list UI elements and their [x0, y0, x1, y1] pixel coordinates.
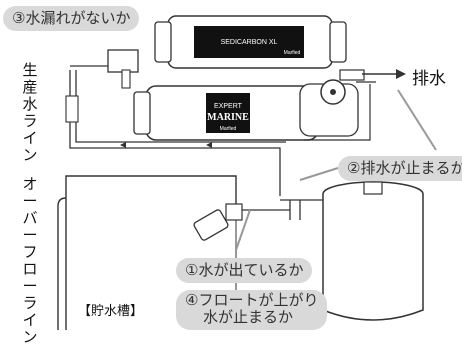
callout-step4-line2: 水が止まるか: [203, 308, 294, 326]
top-filter-label: SEDICARBON XL: [221, 39, 278, 46]
callout-step3-leak-check: ③水漏れがないか: [3, 6, 140, 31]
water-system-diagram: SEDICARBON XL Marfied EXPERT MARINE Marf…: [3, 6, 462, 346]
main-filter-brand: Marfied: [220, 126, 237, 132]
main-filter-label-2: MARINE: [207, 112, 249, 123]
callout-step2-drain-stop: ②排水が止まるか: [338, 156, 462, 181]
top-filter: SEDICARBON XL Marfied: [154, 15, 347, 69]
main-filter-label-1: EXPERT: [214, 103, 243, 110]
overflow-line-label: オーバーフローライン: [22, 175, 38, 346]
reservoir-label: 【貯水槽】: [78, 304, 144, 319]
callout-step4-float-stop: ④フロートが上がり 水が止まるか: [176, 290, 328, 330]
callout-step1-water-flow: ①水が出ているか: [176, 258, 313, 283]
valve-block: [65, 49, 139, 123]
product-line-label: 生産水ライン: [22, 61, 38, 164]
pressure-gauge-icon: [320, 69, 365, 105]
flow-arrows: [120, 142, 212, 148]
pressure-tank: [322, 181, 424, 321]
float-valve: [193, 203, 243, 241]
plumbing-illustration: SEDICARBON XL Marfied EXPERT MARINE Marf…: [57, 15, 437, 330]
drain-arrow-icon: [304, 69, 406, 141]
drain-label: 排水: [412, 69, 446, 89]
callout-step4-line1: ④フロートが上がり: [185, 291, 319, 309]
top-filter-brand: Marfied: [284, 50, 301, 56]
